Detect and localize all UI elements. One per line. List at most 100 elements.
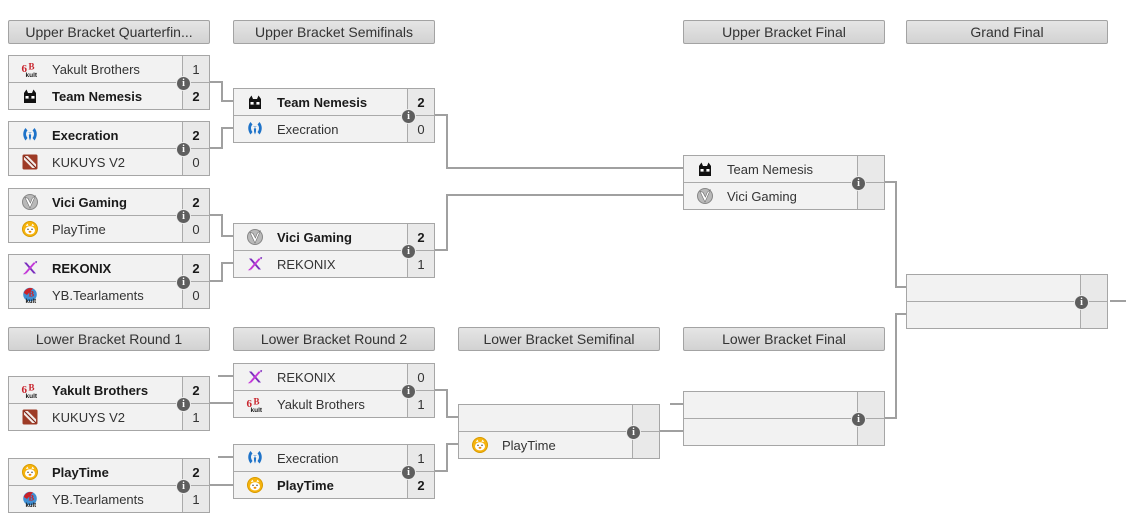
header-grand-final: Grand Final <box>906 20 1108 44</box>
match-info-icon[interactable]: i <box>851 176 866 191</box>
rekonix-logo <box>246 368 264 386</box>
match-lb-round1-1: Yakult Brothers 2 KUKUYS V2 1 i <box>8 376 210 431</box>
connector <box>210 262 233 282</box>
match-info-icon[interactable]: i <box>176 397 191 412</box>
header-lb-round2: Lower Bracket Round 2 <box>233 327 435 351</box>
team-name[interactable]: YB.Tearlaments <box>52 491 144 507</box>
team-name[interactable]: KUKUYS V2 <box>52 409 125 425</box>
kukuys-dota2-logo <box>21 408 39 426</box>
match-ub-semifinal-1: Team Nemesis 2 Execration 0 i <box>233 88 435 143</box>
match-info-icon[interactable]: i <box>1074 295 1089 310</box>
team-nemesis-logo <box>21 87 39 105</box>
team-name[interactable]: Yakult Brothers <box>52 61 140 77</box>
match-info-icon[interactable]: i <box>176 76 191 91</box>
rekonix-logo <box>246 255 264 273</box>
team-name[interactable]: Execration <box>277 121 339 137</box>
team-row: Yakult Brothers 1 <box>234 391 434 417</box>
match-grand-final: i <box>906 274 1108 329</box>
header-lb-final: Lower Bracket Final <box>683 327 885 351</box>
yakult-brothers-logo <box>21 60 39 78</box>
team-name[interactable]: Yakult Brothers <box>277 396 365 412</box>
playtime-logo <box>21 220 39 238</box>
connector <box>210 127 233 149</box>
match-info-icon[interactable]: i <box>626 425 641 440</box>
match-ub-quarterfinal-4: REKONIX 2 YB.Tearlaments 0 i <box>8 254 210 309</box>
team-name[interactable]: Execration <box>277 450 339 466</box>
team-name[interactable]: Vici Gaming <box>727 188 797 204</box>
match-ub-final: Team Nemesis Vici Gaming i <box>683 155 885 210</box>
team-row: Vici Gaming 2 <box>9 189 209 216</box>
team-nemesis-logo <box>246 93 264 111</box>
yakult-brothers-logo <box>21 381 39 399</box>
team-score: 1 <box>182 404 209 430</box>
match-lb-round2-1: REKONIX 0 Yakult Brothers 1 i <box>233 363 435 418</box>
team-row: Vici Gaming 2 <box>234 224 434 251</box>
playtime-logo <box>471 436 489 454</box>
team-name[interactable]: YB.Tearlaments <box>52 287 144 303</box>
team-row: REKONIX 1 <box>234 251 434 277</box>
team-name[interactable]: Team Nemesis <box>727 161 813 177</box>
team-row: KUKUYS V2 1 <box>9 404 209 430</box>
match-info-icon[interactable]: i <box>401 465 416 480</box>
execration-logo <box>246 449 264 467</box>
team-row: REKONIX 2 <box>9 255 209 282</box>
match-lb-semifinal: PlayTime i <box>458 404 660 459</box>
team-row: Vici Gaming <box>684 183 884 209</box>
match-ub-semifinal-2: Vici Gaming 2 REKONIX 1 i <box>233 223 435 278</box>
match-info-icon[interactable]: i <box>401 384 416 399</box>
execration-logo <box>21 126 39 144</box>
header-lb-round1: Lower Bracket Round 1 <box>8 327 210 351</box>
yakult-brothers-logo <box>246 395 264 413</box>
match-info-icon[interactable]: i <box>401 244 416 259</box>
team-name[interactable]: PlayTime <box>502 437 556 453</box>
connector <box>210 214 233 237</box>
team-name[interactable]: REKONIX <box>277 369 336 385</box>
yb-tearlaments-logo <box>21 490 39 508</box>
match-lb-final: i <box>683 391 885 446</box>
kukuys-dota2-logo <box>21 153 39 171</box>
header-ub-final: Upper Bracket Final <box>683 20 885 44</box>
match-info-icon[interactable]: i <box>176 479 191 494</box>
vici-gaming-logo <box>696 187 714 205</box>
connector <box>435 443 458 472</box>
team-name[interactable]: KUKUYS V2 <box>52 154 125 170</box>
match-info-icon[interactable]: i <box>176 142 191 157</box>
connector <box>435 114 683 169</box>
team-name[interactable]: PlayTime <box>52 464 109 480</box>
match-info-icon[interactable]: i <box>401 109 416 124</box>
team-name[interactable]: REKONIX <box>52 260 112 276</box>
connector <box>884 181 906 288</box>
match-lb-round1-2: PlayTime 2 YB.Tearlaments 1 i <box>8 458 210 513</box>
connector <box>210 81 233 102</box>
execration-logo <box>246 120 264 138</box>
header-lb-semifinal: Lower Bracket Semifinal <box>458 327 660 351</box>
team-name[interactable]: Vici Gaming <box>52 194 127 210</box>
team-name[interactable]: PlayTime <box>277 477 334 493</box>
playtime-logo <box>21 463 39 481</box>
team-name[interactable]: Execration <box>52 127 119 143</box>
team-name[interactable]: Vici Gaming <box>277 229 352 245</box>
team-name[interactable]: PlayTime <box>52 221 106 237</box>
vici-gaming-logo <box>246 228 264 246</box>
team-name[interactable]: REKONIX <box>277 256 336 272</box>
match-lb-round2-2: Execration 1 PlayTime 2 i <box>233 444 435 499</box>
team-row: PlayTime 2 <box>9 459 209 486</box>
team-row: PlayTime <box>459 432 659 458</box>
rekonix-logo <box>21 259 39 277</box>
team-row: REKONIX 0 <box>234 364 434 391</box>
match-ub-quarterfinal-2: Execration 2 KUKUYS V2 0 i <box>8 121 210 176</box>
match-info-icon[interactable]: i <box>851 412 866 427</box>
team-row: KUKUYS V2 0 <box>9 149 209 175</box>
match-ub-quarterfinal-3: Vici Gaming 2 PlayTime 0 i <box>8 188 210 243</box>
team-row: Yakult Brothers 1 <box>9 56 209 83</box>
header-ub-semifinals: Upper Bracket Semifinals <box>233 20 435 44</box>
team-name[interactable]: Yakult Brothers <box>52 382 149 398</box>
match-info-icon[interactable]: i <box>176 275 191 290</box>
team-row: Execration 1 <box>234 445 434 472</box>
vici-gaming-logo <box>21 193 39 211</box>
match-info-icon[interactable]: i <box>176 209 191 224</box>
team-name[interactable]: Team Nemesis <box>277 94 368 110</box>
team-name[interactable]: Team Nemesis <box>52 88 143 104</box>
